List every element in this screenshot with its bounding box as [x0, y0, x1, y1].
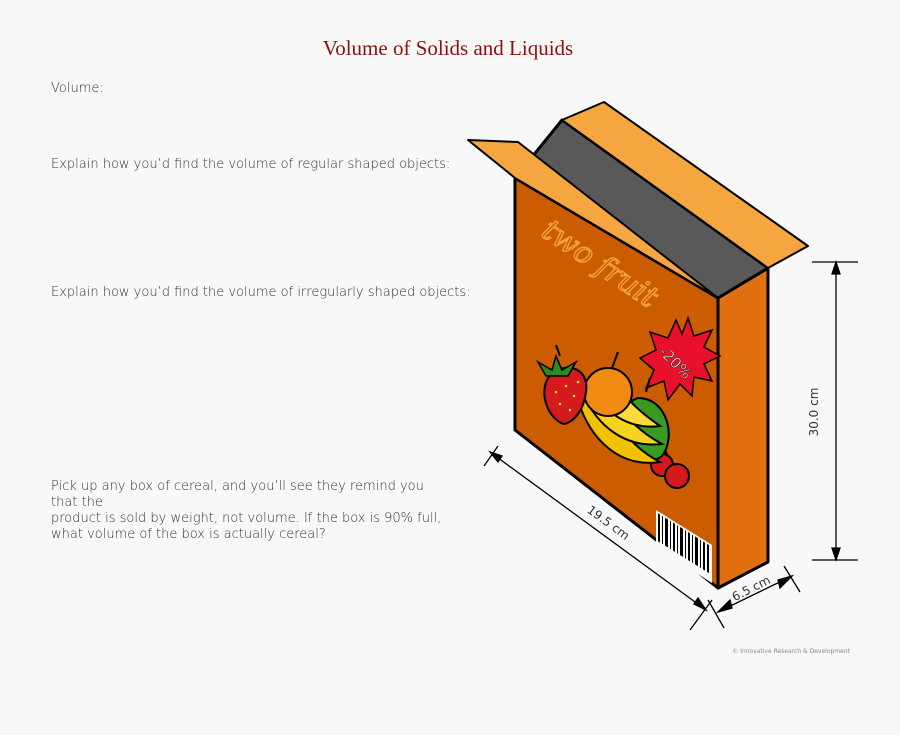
- copyright-credit: © Innovative Research & Development: [732, 648, 850, 655]
- fruit-cluster-icon: [535, 344, 690, 489]
- cereal-question-line-1: Pick up any box of cereal, and you’ll se…: [51, 479, 424, 510]
- cereal-box-question: Pick up any box of cereal, and you’ll se…: [51, 479, 451, 543]
- height-dimension: [812, 259, 858, 563]
- depth-dimension: [707, 565, 801, 629]
- box-right-flap: [561, 101, 809, 269]
- irregular-objects-question: Explain how you’d find the volume of irr…: [51, 285, 471, 300]
- length-dimension: [483, 445, 713, 631]
- box-side-face: [716, 266, 770, 590]
- cereal-box: two fruit -20%: [467, 101, 809, 590]
- page-title: Volume of Solids and Liquids: [322, 36, 574, 60]
- cereal-question-line-3: what volume of the box is actually cerea…: [51, 527, 326, 542]
- box-left-flap: [467, 139, 719, 299]
- volume-label: Volume:: [51, 81, 104, 96]
- cereal-question-line-2: product is sold by weight, not volume. I…: [51, 511, 442, 526]
- height-dimension-label: 30.0 cm: [807, 388, 821, 437]
- starburst-badge-icon: -20%: [638, 315, 722, 402]
- regular-objects-question: Explain how you’d find the volume of reg…: [51, 157, 451, 172]
- barcode-icon: [656, 510, 712, 583]
